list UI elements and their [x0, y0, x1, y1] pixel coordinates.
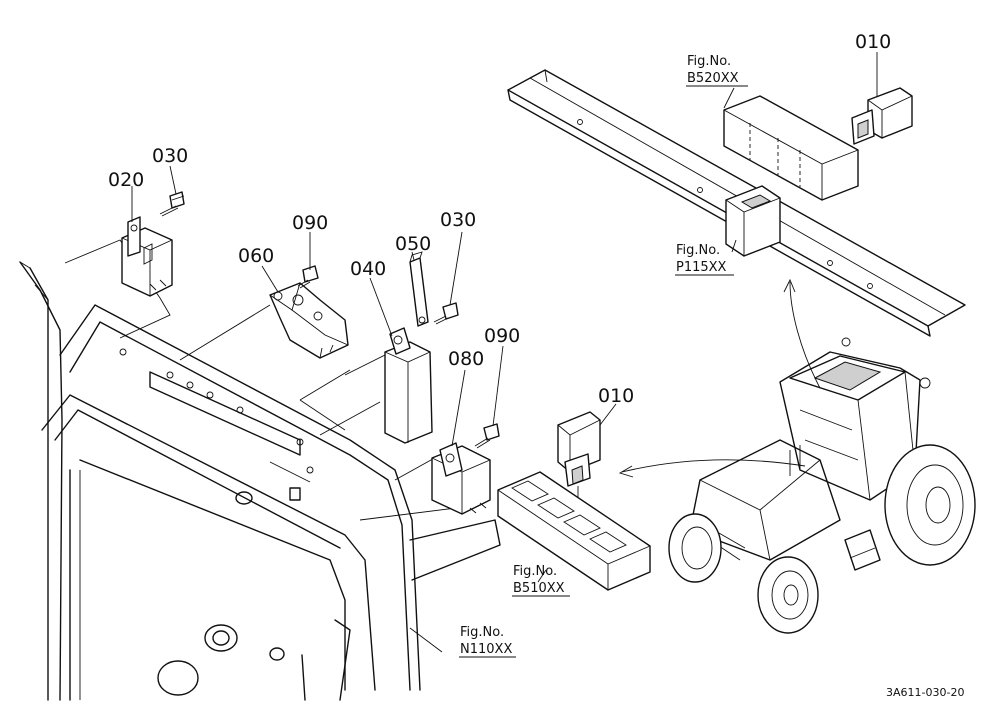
drawing-id: 3A611-030-20: [886, 686, 964, 699]
part-030-bolt-left: [159, 191, 185, 217]
tractor: [668, 337, 976, 634]
part-040-relay: [384, 327, 433, 444]
label-part-020: 020: [108, 169, 144, 191]
figref-n110-code: N110XX: [460, 642, 512, 657]
label-part-060: 060: [238, 245, 274, 267]
relay-box-b520: [723, 95, 859, 201]
label-part-090-left: 090: [292, 212, 328, 234]
relay-box-b510: [497, 471, 651, 591]
harness-rail: [507, 69, 966, 337]
part-030-bolt-right: [433, 302, 459, 325]
label-part-040: 040: [350, 258, 386, 280]
part-010-relay-top: [851, 87, 913, 145]
figref-b510-label: Fig.No.: [513, 564, 557, 579]
label-part-030-left: 030: [152, 145, 188, 167]
figref-b510-code: B510XX: [513, 581, 565, 596]
figref-n110-label: Fig.No.: [460, 625, 504, 640]
label-part-080: 080: [448, 348, 484, 370]
figref-b520-code: B520XX: [687, 71, 739, 86]
part-010-relay-middle: [557, 411, 601, 535]
figref-b520-label: Fig.No.: [687, 54, 731, 69]
part-labels: 010 010 020 030 030 040 050 060 080 090 …: [108, 31, 891, 407]
part-080-relay: [431, 442, 491, 515]
label-part-030-right: 030: [440, 209, 476, 231]
label-part-010-top: 010: [855, 31, 891, 53]
part-060-flasher: [269, 282, 349, 359]
part-050-strap: [409, 251, 429, 327]
figure-references: Fig.No. B520XX Fig.No. P115XX Fig.No. B5…: [459, 54, 748, 658]
cab-frame: [19, 261, 501, 701]
part-020-relay: [121, 216, 173, 297]
figref-p115-label: Fig.No.: [676, 243, 720, 258]
label-part-010-middle: 010: [598, 385, 634, 407]
part-090-screw-right: [474, 423, 500, 449]
label-part-090-right: 090: [484, 325, 520, 347]
callout-arrows: [618, 278, 821, 478]
figref-p115-code: P115XX: [676, 260, 727, 275]
label-part-050: 050: [395, 233, 431, 255]
part-090-screw-left: [297, 265, 319, 289]
leader-lines: [131, 52, 878, 653]
